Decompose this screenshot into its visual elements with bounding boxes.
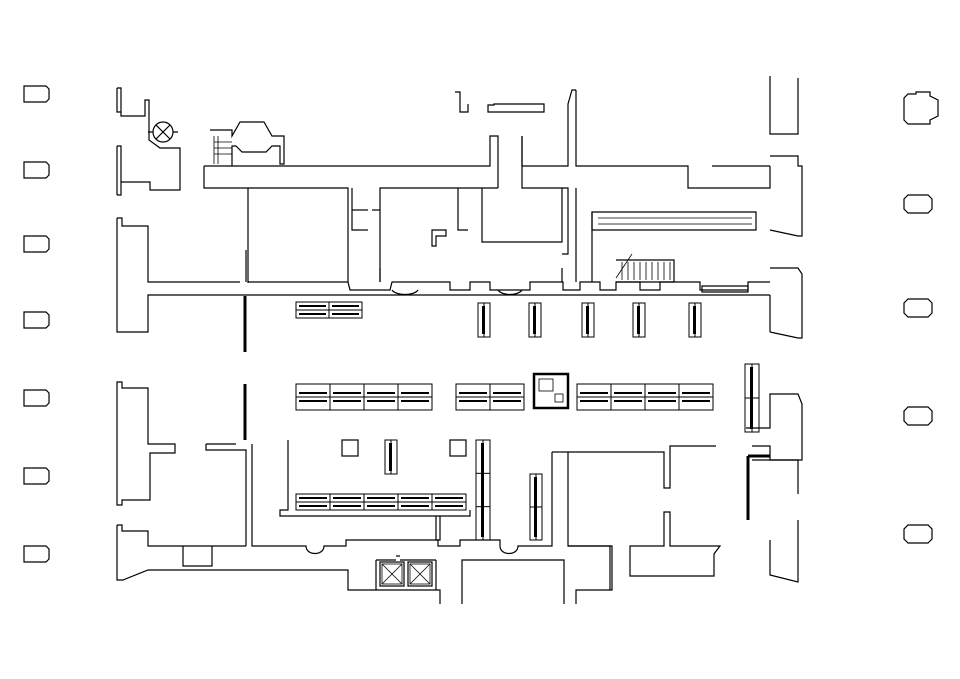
shelf-unit xyxy=(295,493,467,511)
shelf-unit xyxy=(295,383,433,411)
shelf-unit xyxy=(688,302,702,338)
column-marker xyxy=(23,467,50,485)
shelf-unit xyxy=(477,302,491,338)
shelf-unit xyxy=(384,439,398,475)
shelf-unit xyxy=(528,302,542,338)
column-marker xyxy=(23,85,50,103)
shelf-unit xyxy=(632,302,646,338)
outer-walls xyxy=(116,76,803,604)
small-fixtures xyxy=(341,372,570,457)
elevator-shafts xyxy=(375,555,437,590)
column-markers-right xyxy=(903,91,939,544)
shelf-unit xyxy=(475,439,491,541)
shelf-unit xyxy=(455,383,525,411)
column-marker xyxy=(23,161,50,179)
bay-window xyxy=(148,121,285,166)
column-marker xyxy=(903,91,939,125)
column-marker xyxy=(903,298,933,318)
upper-rooms xyxy=(245,188,757,296)
thick-partitions xyxy=(243,296,770,520)
column-marker xyxy=(23,389,50,407)
column-marker xyxy=(903,194,933,214)
shelf-unit xyxy=(529,473,543,541)
column-marker xyxy=(903,524,933,544)
shelf-unit xyxy=(744,363,760,433)
elevator-car xyxy=(379,561,405,587)
shelf-unit xyxy=(581,302,595,338)
column-markers-left xyxy=(23,85,50,563)
shelving-units xyxy=(295,301,760,541)
shelf-unit xyxy=(295,301,363,319)
column-marker xyxy=(23,235,50,253)
elevator-car xyxy=(407,561,433,587)
column-marker xyxy=(903,406,933,426)
elevator-frame xyxy=(375,559,437,590)
column-marker xyxy=(23,545,50,563)
column-marker xyxy=(23,311,50,329)
shelf-unit xyxy=(576,383,714,411)
